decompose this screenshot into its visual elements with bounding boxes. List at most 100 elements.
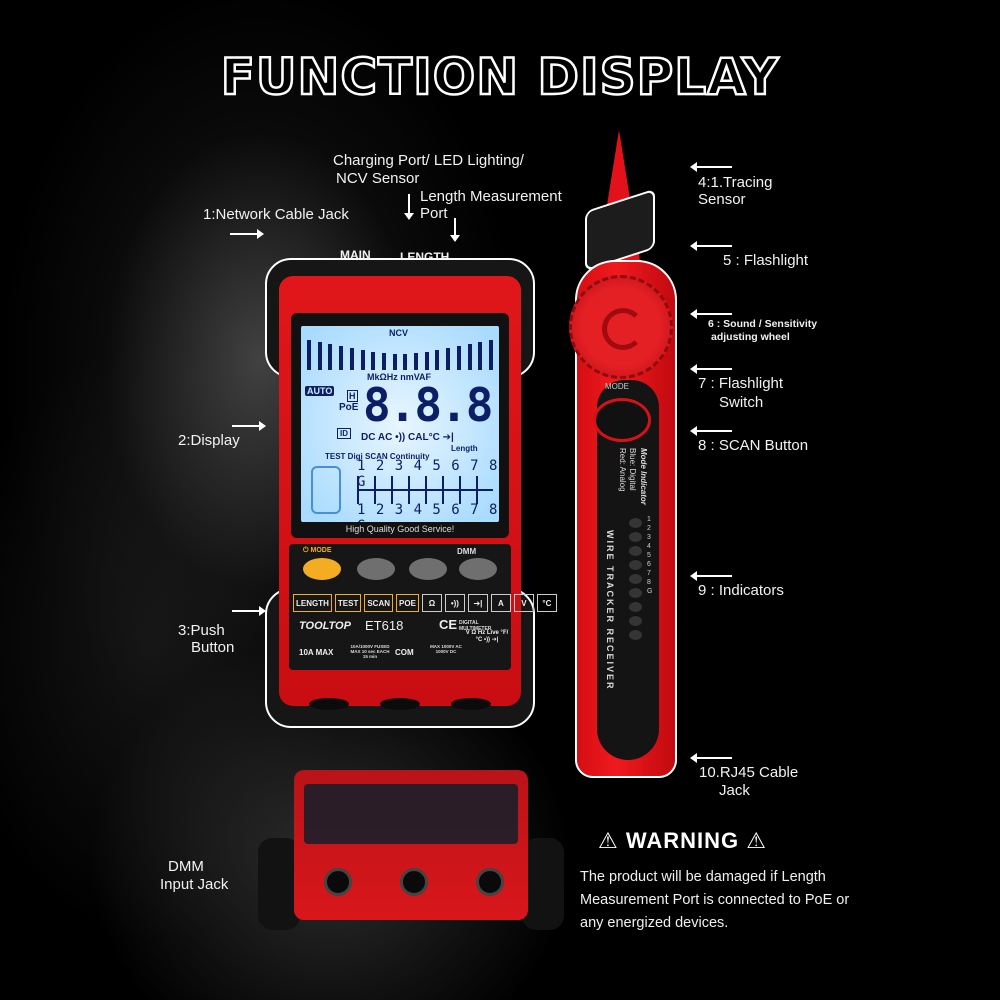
- sensitivity-wheel[interactable]: [569, 275, 673, 379]
- fn-poe: POE: [396, 594, 419, 612]
- led-label: 6: [647, 561, 651, 568]
- lcd-units: MkΩHz nmVAF: [367, 372, 432, 382]
- led-7: [629, 602, 642, 612]
- warning-title: ⚠ WARNING ⚠: [598, 828, 767, 853]
- fn-length: LENGTH: [293, 594, 332, 612]
- fuse-note: 10A/1000V FUSED MAX 10 sec EACH 15 min: [350, 644, 390, 659]
- arrow-down-icon: [450, 218, 460, 242]
- bumper-right: [522, 838, 564, 930]
- fn-temp: °C: [536, 594, 557, 612]
- terminal-v-label: V Ω Hz Live °F/°C •)) ➔|: [465, 630, 509, 643]
- lcd-poe: PoE: [339, 402, 359, 413]
- ncv-bar-graph: [307, 340, 493, 370]
- arrow-right-icon: [230, 229, 264, 239]
- dmm-label: DMM: [457, 547, 477, 556]
- receiver-panel: [597, 380, 659, 760]
- label-dmm-line1: DMM: [168, 858, 204, 875]
- lcd-display: NCV MkΩHz nmVAF AUTO H PoE ID 8.8.8.8 DC…: [301, 326, 499, 522]
- function-key-row: LENGTH TEST SCAN POE Ω •)) ➔| A V °C: [293, 594, 557, 612]
- led-1: [629, 518, 642, 528]
- dmm-button[interactable]: [459, 558, 497, 580]
- arrow-left-icon: [690, 571, 732, 581]
- lcd-hold: H: [347, 390, 358, 402]
- led-label: 8: [647, 579, 651, 586]
- label-charging-line2: NCV Sensor: [336, 170, 420, 187]
- receiver-mode-label: MODE: [605, 382, 629, 391]
- fn-test: TEST: [334, 594, 362, 612]
- fn-volt: V: [513, 594, 534, 612]
- bumper-left: [258, 838, 300, 930]
- digital-multimeter-text: DIGITAL MULTIMETER: [459, 620, 492, 632]
- lcd-mode-symbols: DC AC •)) CAL°C ➔|: [361, 432, 454, 443]
- led-label: 7: [647, 570, 651, 577]
- fn-diode: ➔|: [467, 594, 488, 612]
- blue-digital-text: Blue: Digital: [628, 448, 637, 491]
- warning-text: The product will be damaged if Length Me…: [580, 869, 850, 931]
- lcd-ncv: NCV: [389, 328, 409, 338]
- label-rj45-line1: 10.RJ45 Cable: [699, 764, 799, 781]
- led-4: [629, 560, 642, 570]
- lcd-auto: AUTO: [305, 386, 335, 396]
- control-panel: ⏻ MODE DMM LENGTH TEST SCAN POE Ω •)) ➔|…: [289, 544, 557, 670]
- brand-logo: TOOLTOP: [299, 620, 351, 632]
- led-label: 3: [647, 534, 651, 541]
- mode-button[interactable]: [303, 558, 341, 580]
- arrow-right-icon: [232, 606, 266, 616]
- label-flash-switch-line1: 7 : Flashlight: [698, 375, 784, 392]
- jack-v: [476, 868, 504, 896]
- label-indicators: 9 : Indicators: [698, 582, 784, 599]
- arrow-down-icon: [404, 194, 414, 220]
- led-number-labels: 1 2 3 4 5 6 7 8 G: [647, 516, 652, 595]
- label-push-button-line2: Button: [191, 639, 235, 656]
- led-label: 5: [647, 552, 651, 559]
- arrow-left-icon: [690, 309, 732, 319]
- label-charging-line1: Charging Port/ LED Lighting/: [333, 152, 524, 169]
- fn-scan: SCAN: [364, 594, 394, 612]
- fn-continuity: •)): [444, 594, 465, 612]
- led-2: [629, 532, 642, 542]
- arrow-left-icon: [690, 753, 732, 763]
- label-wheel-line2: adjusting wheel: [711, 331, 790, 343]
- lcd-length: Length: [451, 444, 478, 453]
- bottom-input-jacks: [324, 868, 504, 896]
- mode-indicator-text: Mode Indicator: [639, 448, 648, 505]
- label-flashlight: 5 : Flashlight: [723, 252, 809, 269]
- terminal-com-label: COM: [395, 648, 414, 657]
- lcd-device-icon: [311, 466, 341, 514]
- lcd-wire-map: [357, 476, 493, 504]
- arrow-left-icon: [690, 426, 732, 436]
- label-flash-switch-line2: Switch: [719, 394, 764, 411]
- label-network-jack: 1:Network Cable Jack: [203, 206, 349, 223]
- arrow-right-icon: [232, 421, 266, 431]
- tagline: High Quality Good Service!: [345, 524, 455, 534]
- push-button-2[interactable]: [357, 558, 395, 580]
- jack-v: [451, 698, 491, 710]
- fn-ohm: Ω: [421, 594, 442, 612]
- input-jacks: [309, 698, 491, 710]
- jack-10a: [324, 868, 352, 896]
- red-analog-text: Red: Analog: [618, 448, 627, 492]
- bottom-panel: [304, 784, 518, 844]
- page-title: FUNCTION DISPLAY: [219, 47, 780, 108]
- jack-com: [380, 698, 420, 710]
- push-button-3[interactable]: [409, 558, 447, 580]
- lcd-test-row: TEST Digi SCAN Continuity: [325, 452, 430, 461]
- indicator-leds: [629, 518, 642, 640]
- multimeter-bottom-view: [258, 770, 564, 950]
- arrow-left-icon: [690, 241, 732, 251]
- fn-amp: A: [490, 594, 511, 612]
- led-g: [629, 630, 642, 640]
- scan-button[interactable]: [593, 398, 651, 442]
- led-8: [629, 616, 642, 626]
- label-tracing-line2: Sensor: [698, 191, 746, 208]
- lcd-main-digits: 8.8.8.8: [363, 378, 499, 432]
- led-label: 2: [647, 525, 651, 532]
- label-length-port-line2: Port: [420, 205, 448, 222]
- led-label: G: [647, 588, 653, 595]
- led-label: 4: [647, 543, 651, 550]
- mode-label: ⏻ MODE: [303, 547, 332, 554]
- jack-com: [400, 868, 428, 896]
- label-dmm-line2: Input Jack: [160, 876, 229, 893]
- led-label: 1: [647, 516, 651, 523]
- wheel-arc-icon: [602, 308, 644, 350]
